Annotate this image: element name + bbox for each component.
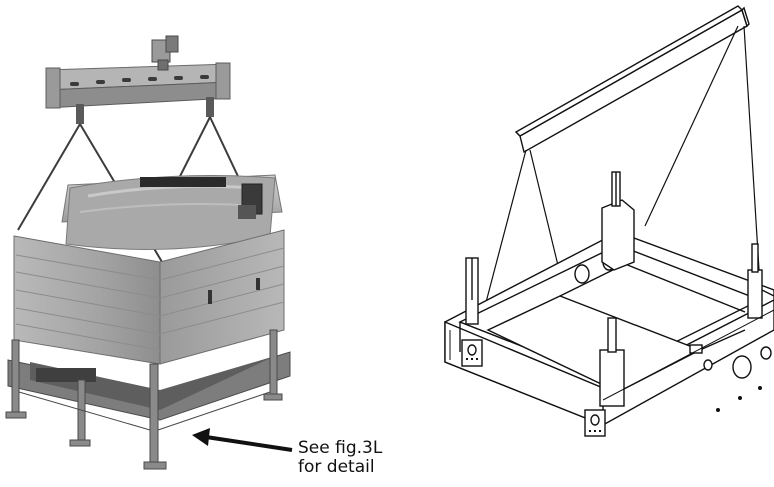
right-shackle: [206, 97, 214, 117]
callout-line-1: See fig.3L: [298, 438, 383, 458]
callout-line-2: for detail: [298, 457, 375, 477]
lifting-lugs: [465, 171, 774, 407]
callout-label: See fig.3L for detail: [298, 439, 382, 477]
lifting-beam: [45, 62, 231, 109]
callout-arrow: [192, 428, 293, 452]
crane-hook: [151, 35, 179, 71]
basin-line-drawing: [444, 5, 774, 437]
fan-motor: [140, 177, 263, 219]
lifting-eyes: [461, 339, 606, 437]
tower-casing: [13, 229, 285, 365]
support-legs: [5, 329, 283, 470]
rim-detail: [449, 309, 774, 412]
pipe-connections: [574, 253, 772, 379]
spreader-beam: [514, 5, 750, 154]
left-shackle: [76, 104, 84, 124]
cooling-tower-photo: [5, 35, 293, 470]
